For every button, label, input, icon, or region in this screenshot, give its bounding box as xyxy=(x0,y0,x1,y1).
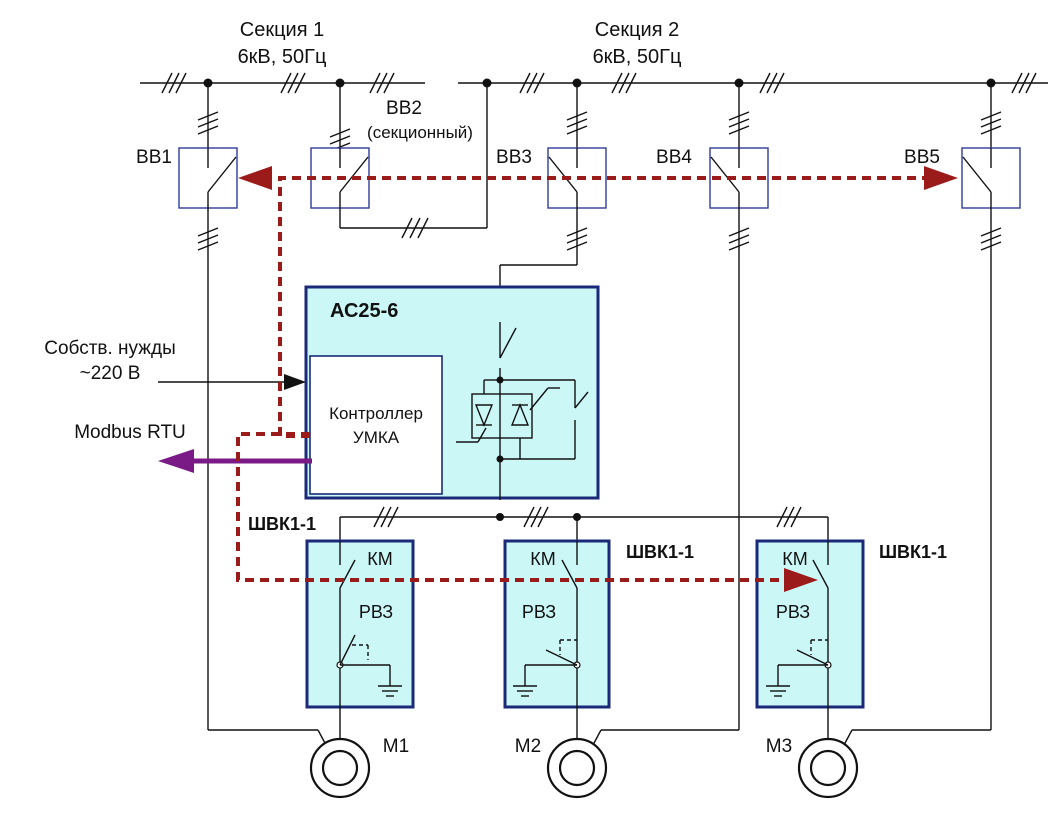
section-2-rating: 6кВ, 50Гц xyxy=(593,46,682,68)
cabinet-2: ШВК1-1 КМ РВЗ xyxy=(503,539,694,730)
modbus-output: Modbus RTU xyxy=(74,422,312,473)
cabinet-3: ШВК1-1 КМ РВЗ xyxy=(755,539,947,730)
signal-path-cabinets xyxy=(236,432,790,582)
cabinet-3-name: ШВК1-1 xyxy=(879,542,947,562)
motor-m3-label: М3 xyxy=(766,736,792,757)
cabinet-3-earthing-label: РВЗ xyxy=(776,602,810,622)
modbus-label: Modbus RTU xyxy=(74,422,186,443)
bb3-feeder: ВВ3 xyxy=(496,78,607,322)
cabinet-2-name: ШВК1-1 xyxy=(626,542,694,562)
cabinet-3-contactor-label: КМ xyxy=(782,549,807,569)
bb5-feeder: ВВ5 xyxy=(904,78,1021,730)
aux-power-arrow-icon xyxy=(284,374,306,390)
cabinet-2-box xyxy=(503,539,611,709)
busbar-section-1 xyxy=(140,72,425,94)
bb4-label: ВВ4 xyxy=(656,147,692,168)
aux-power-line1: Собств. нужды xyxy=(44,338,175,359)
bb1-label: ВВ1 xyxy=(136,147,172,168)
modbus-arrow-icon xyxy=(158,449,194,473)
motor-m3: М3 xyxy=(766,736,859,799)
arrow-to-km3-icon xyxy=(784,568,818,592)
motor-m2: М2 xyxy=(515,736,608,799)
aux-power-input: Собств. нужды ~220 В xyxy=(44,338,306,390)
arrow-to-bb5-icon xyxy=(924,166,958,190)
section-1-title: Секция 1 xyxy=(240,19,324,41)
bb3-label: ВВ3 xyxy=(496,147,532,168)
cabinet-3-box xyxy=(755,539,865,709)
controller-line1: Контроллер xyxy=(329,404,423,423)
bb2-note: (секционный) xyxy=(367,123,473,142)
motor-m1: М1 xyxy=(309,736,409,799)
busbar-section-2 xyxy=(458,72,1048,94)
cabinet-1-box xyxy=(305,539,415,709)
aux-power-line2: ~220 В xyxy=(80,363,141,384)
cabinet-1: ШВК1-1 КМ РВЗ xyxy=(248,514,415,730)
motor-m1-label: М1 xyxy=(383,736,409,757)
bb2-label: ВВ2 xyxy=(386,98,422,119)
controller-box xyxy=(309,355,443,495)
softstarter-name: АС25-6 xyxy=(330,300,398,322)
bb2-feeder: ВВ2 (секционный) xyxy=(310,78,492,239)
cabinet-1-earthing-label: РВЗ xyxy=(359,602,393,622)
section-1-rating: 6кВ, 50Гц xyxy=(238,46,327,68)
output-bus xyxy=(339,506,829,541)
section-2-title: Секция 2 xyxy=(595,19,679,41)
bb5-label: ВВ5 xyxy=(904,147,940,168)
cabinet-1-name: ШВК1-1 xyxy=(248,514,316,534)
cabinet-1-contactor-label: КМ xyxy=(367,549,392,569)
cabinet-2-contactor-label: КМ xyxy=(530,549,555,569)
motor-wiring xyxy=(208,729,991,746)
arrow-to-bb1-icon xyxy=(238,166,272,190)
controller-umka: Контроллер УМКА xyxy=(309,355,443,495)
controller-line2: УМКА xyxy=(353,428,400,447)
cabinet-2-earthing-label: РВЗ xyxy=(522,602,556,622)
bb1-feeder: ВВ1 xyxy=(136,78,238,730)
motor-m2-label: М2 xyxy=(515,736,541,757)
control-signal-paths xyxy=(236,166,958,592)
